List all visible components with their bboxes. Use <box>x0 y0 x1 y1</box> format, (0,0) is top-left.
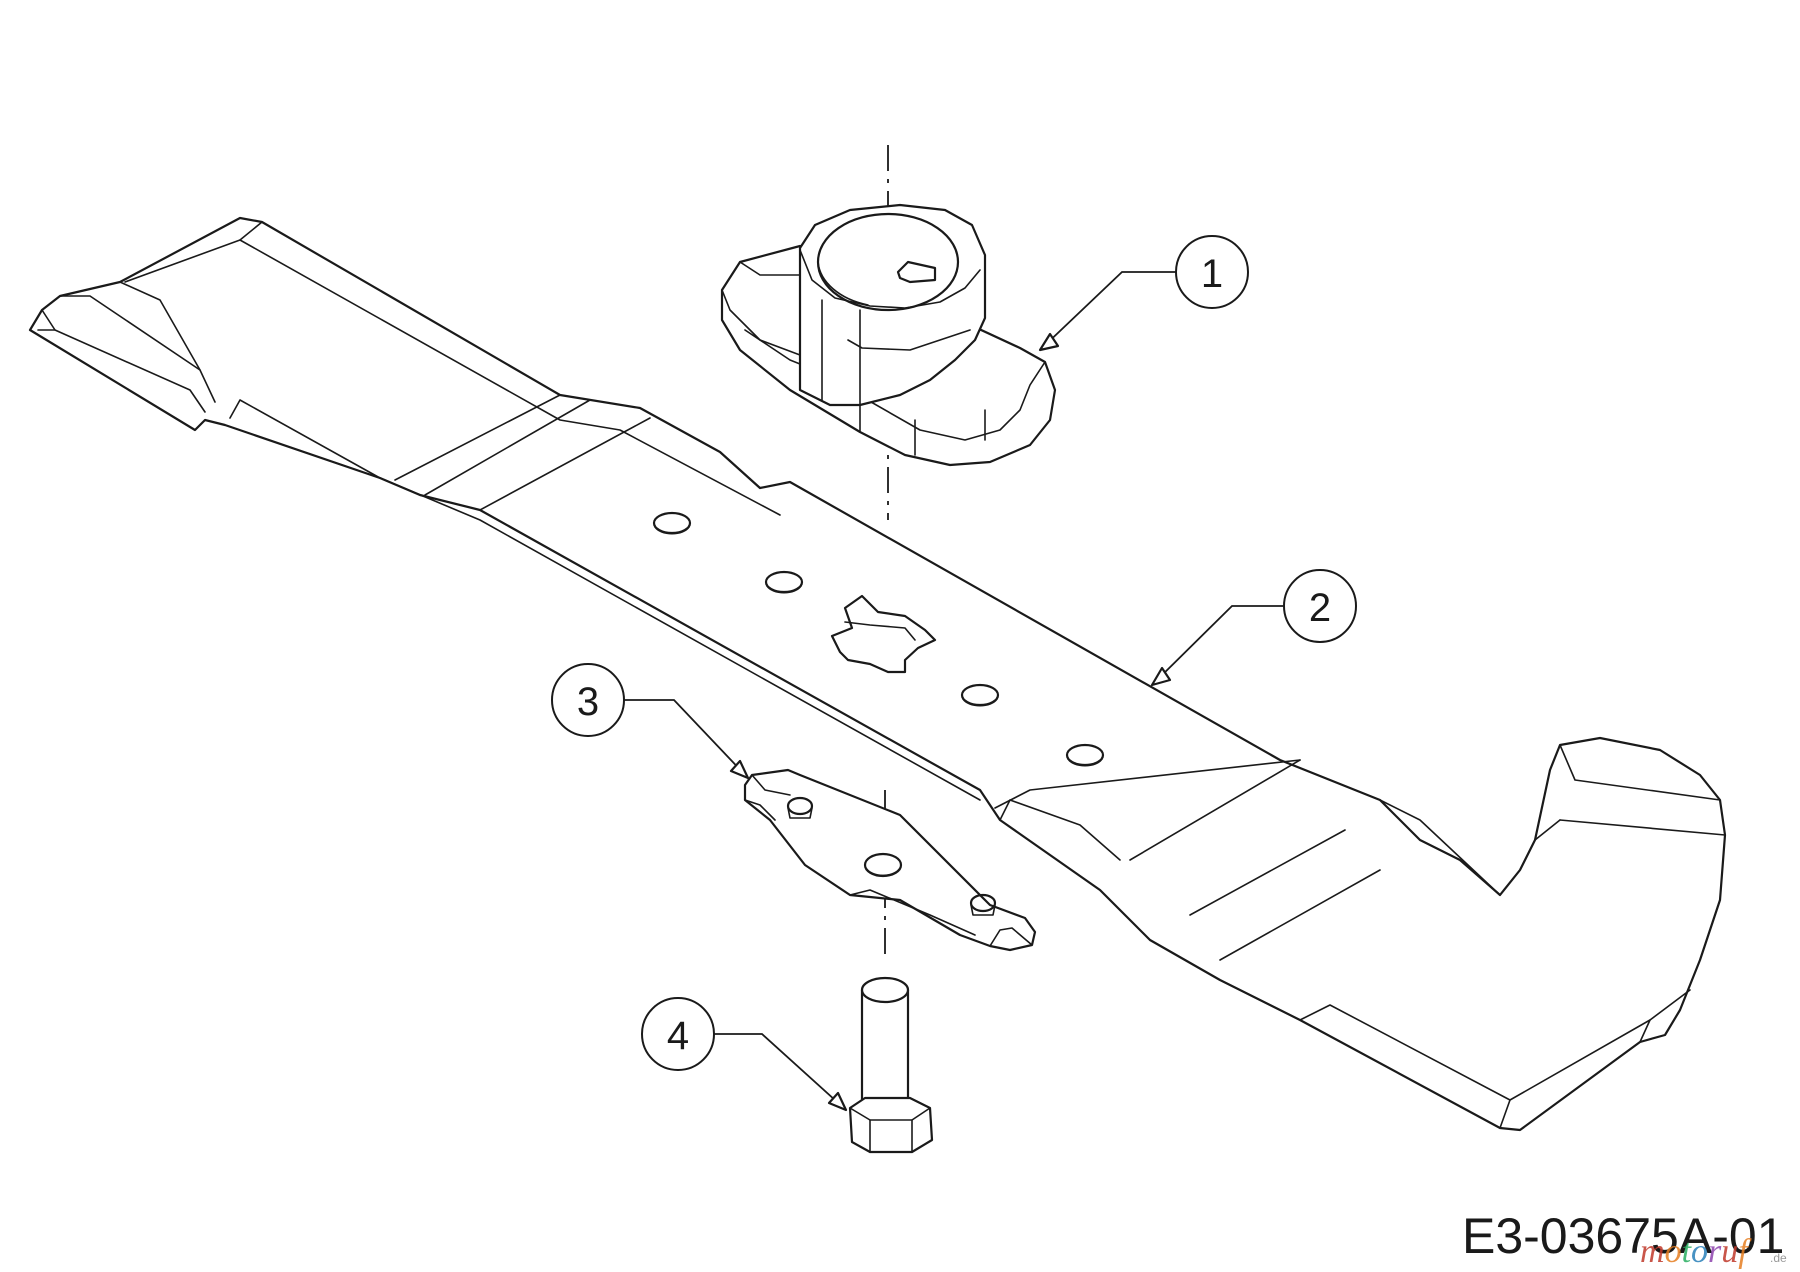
watermark-letter: u <box>1721 1233 1738 1270</box>
callout-2: 2 <box>1150 569 1357 687</box>
callout-3: 3 <box>551 663 750 780</box>
mower-blade <box>28 216 1727 1132</box>
blade-center-cutout <box>830 594 937 674</box>
washer-plate <box>743 768 1037 952</box>
watermark-letter: o <box>1665 1233 1682 1270</box>
callout-label-2: 2 <box>1309 586 1331 630</box>
callout-4: 4 <box>641 997 848 1112</box>
reference-code: E3-03675A-01 <box>1462 1208 1784 1264</box>
callout-label-4: 4 <box>667 1014 689 1058</box>
callout-label-1: 1 <box>1201 252 1223 296</box>
watermark-text: motoruf <box>1640 1233 1752 1270</box>
watermark-letter: r <box>1708 1233 1722 1270</box>
watermark-letter: m <box>1640 1233 1665 1270</box>
blade-adapter <box>720 203 1057 467</box>
blade-holes <box>652 511 1105 767</box>
callout-label-3: 3 <box>577 680 599 724</box>
watermark-letter: t <box>1682 1233 1693 1270</box>
watermark-logo: motoruf .de <box>1640 1233 1787 1270</box>
blade-bolt <box>848 976 934 1154</box>
watermark-suffix: .de <box>1770 1251 1787 1265</box>
watermark-letter: o <box>1691 1233 1708 1270</box>
callout-1: 1 <box>1038 235 1249 352</box>
